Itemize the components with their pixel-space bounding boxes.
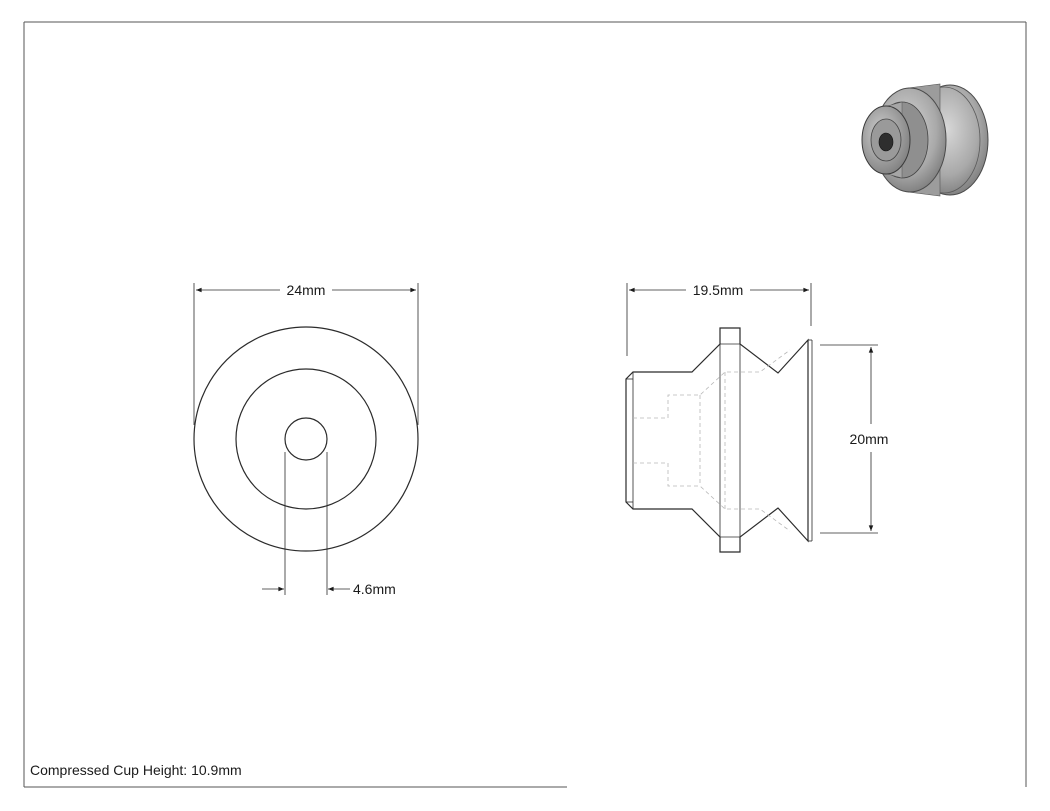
- length-label: 19.5mm: [693, 282, 744, 298]
- dimension-length: 19.5mm: [626, 282, 812, 356]
- hidden-lines: [633, 349, 791, 532]
- outer-circle: [193, 326, 419, 552]
- side-profile-outline: [625, 327, 809, 553]
- dimension-outer-diameter: 24mm: [193, 282, 419, 425]
- height-label: 20mm: [850, 431, 889, 447]
- compressed-height-note: Compressed Cup Height: 10.9mm: [30, 762, 242, 778]
- center-hole: [284, 417, 328, 461]
- side-view: 19.5mm 20mm: [625, 282, 889, 553]
- front-view: 24mm 4.6mm: [193, 282, 419, 597]
- dimension-hole-diameter: 4.6mm: [262, 452, 396, 597]
- hole-diameter-label: 4.6mm: [353, 581, 396, 597]
- outer-diameter-label: 24mm: [287, 282, 326, 298]
- sheet-border: [23, 21, 1027, 788]
- suction-cup-isometric-icon: [861, 83, 989, 197]
- dimension-height: 20mm: [820, 344, 889, 534]
- inner-circle: [235, 368, 377, 510]
